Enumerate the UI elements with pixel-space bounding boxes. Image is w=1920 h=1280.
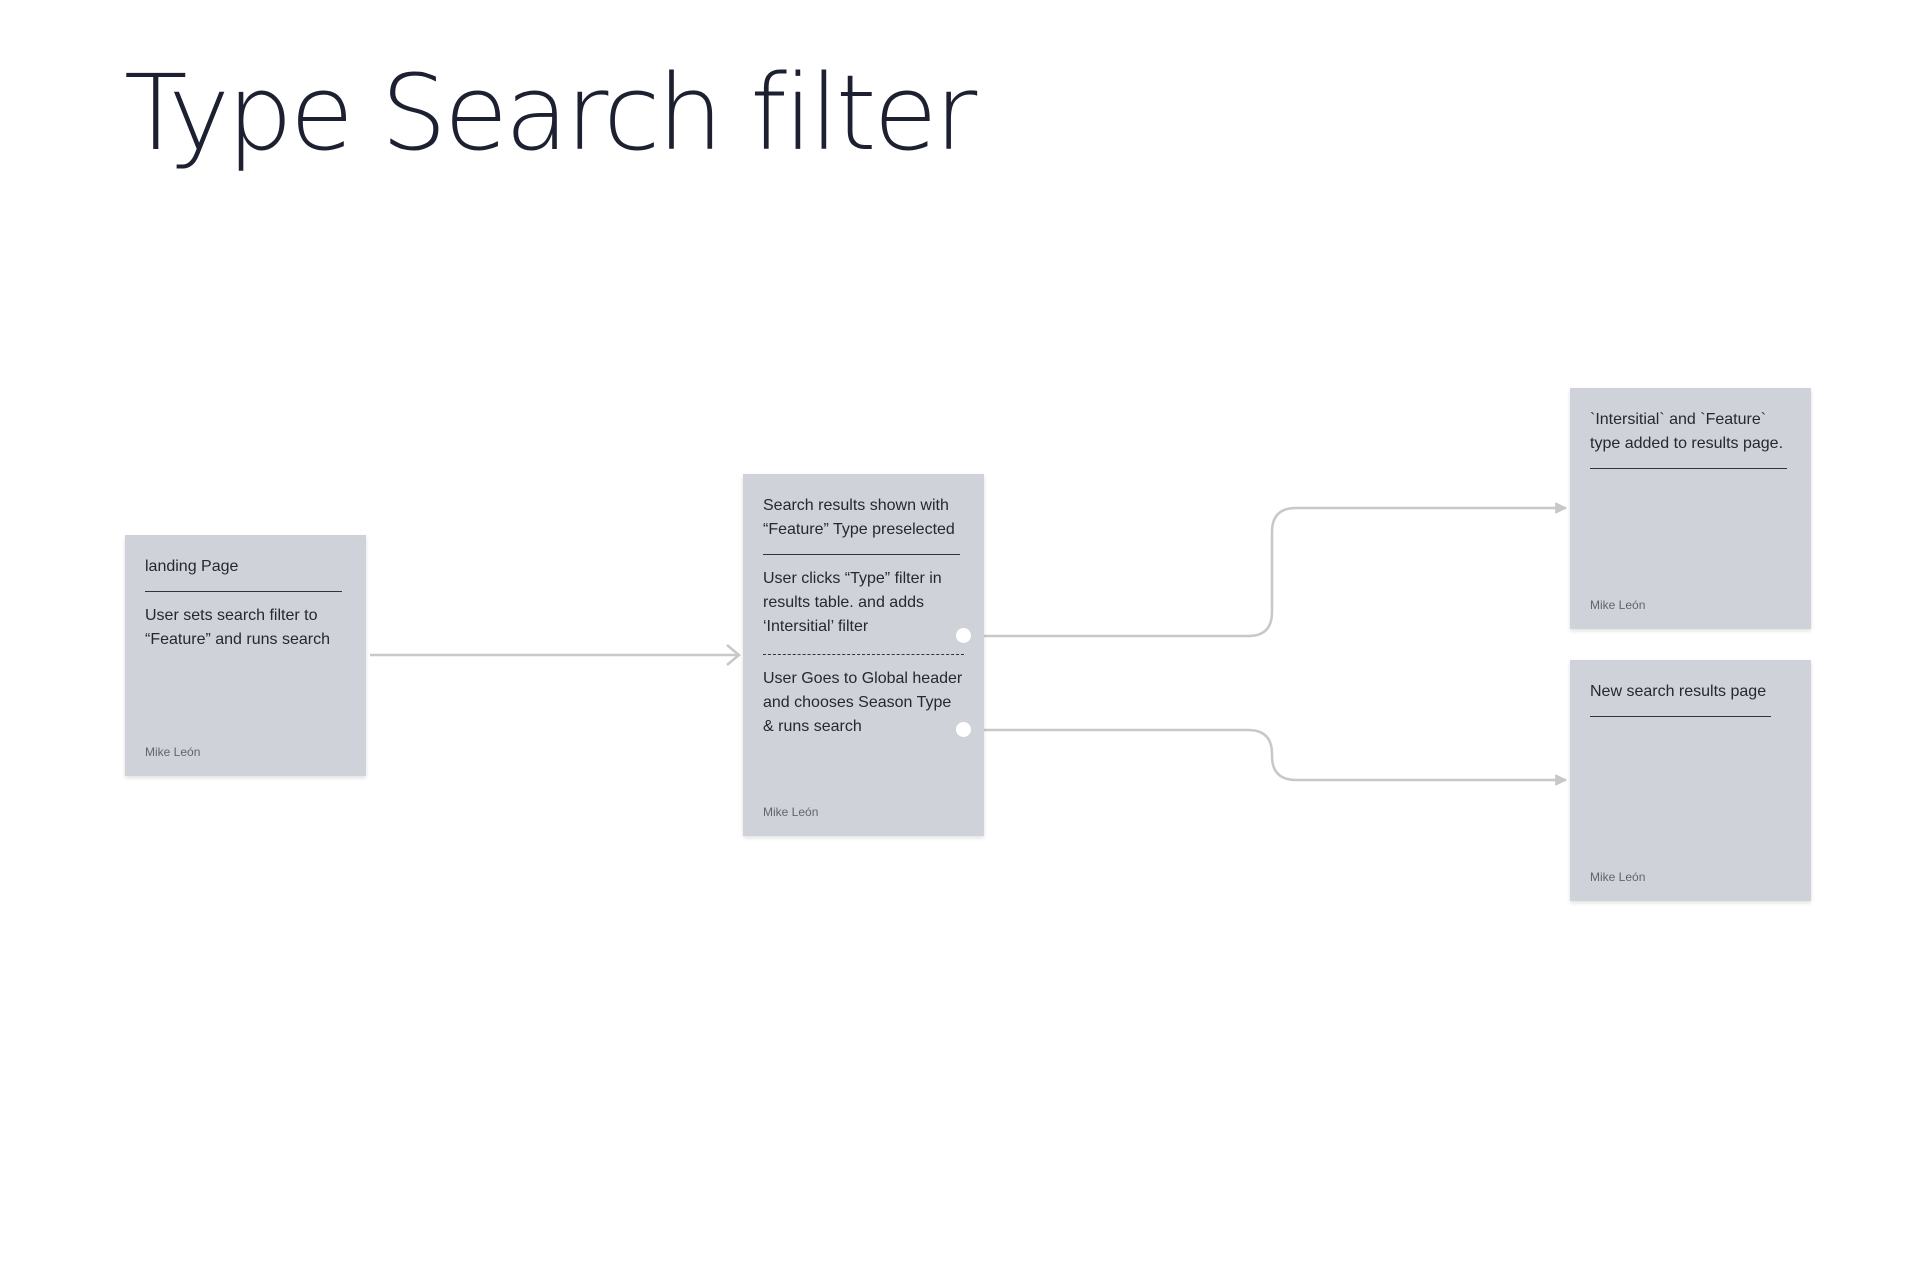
card-landing-page-body: User sets search filter to “Feature” and… (145, 607, 330, 648)
step-type-filter: User clicks “Type” filter in results tab… (763, 570, 942, 635)
card-landing-page-title: landing Page (145, 555, 342, 592)
card-new-search-results[interactable]: New search results page Mike León (1570, 660, 1811, 901)
card-intersitial-feature[interactable]: `Intersitial` and `Feature` type added t… (1570, 388, 1811, 629)
connector-type-filter-to-intersitial[interactable] (967, 502, 1568, 638)
step-global-header: User Goes to Global header and chooses S… (763, 670, 963, 735)
card-author: Mike León (1590, 598, 1646, 612)
card-intersitial-feature-title: `Intersitial` and `Feature` type added t… (1590, 408, 1787, 469)
card-search-results-body: User clicks “Type” filter in results tab… (763, 555, 964, 739)
card-search-results[interactable]: Search results shown with “Feature” Type… (743, 474, 984, 836)
connector-global-header-to-new-results[interactable] (967, 728, 1568, 786)
connection-port-type-filter[interactable] (956, 628, 971, 643)
card-author: Mike León (145, 745, 201, 759)
connection-port-global-header[interactable] (956, 722, 971, 737)
card-author: Mike León (1590, 870, 1646, 884)
card-landing-page[interactable]: landing Page User sets search filter to … (125, 535, 366, 776)
dashed-divider (763, 654, 964, 655)
page-title: Type Search filter (124, 52, 977, 174)
card-author: Mike León (763, 805, 819, 819)
card-new-search-results-title: New search results page (1590, 680, 1771, 717)
connector-landing-to-results[interactable] (370, 644, 741, 666)
card-search-results-title: Search results shown with “Feature” Type… (763, 494, 960, 555)
